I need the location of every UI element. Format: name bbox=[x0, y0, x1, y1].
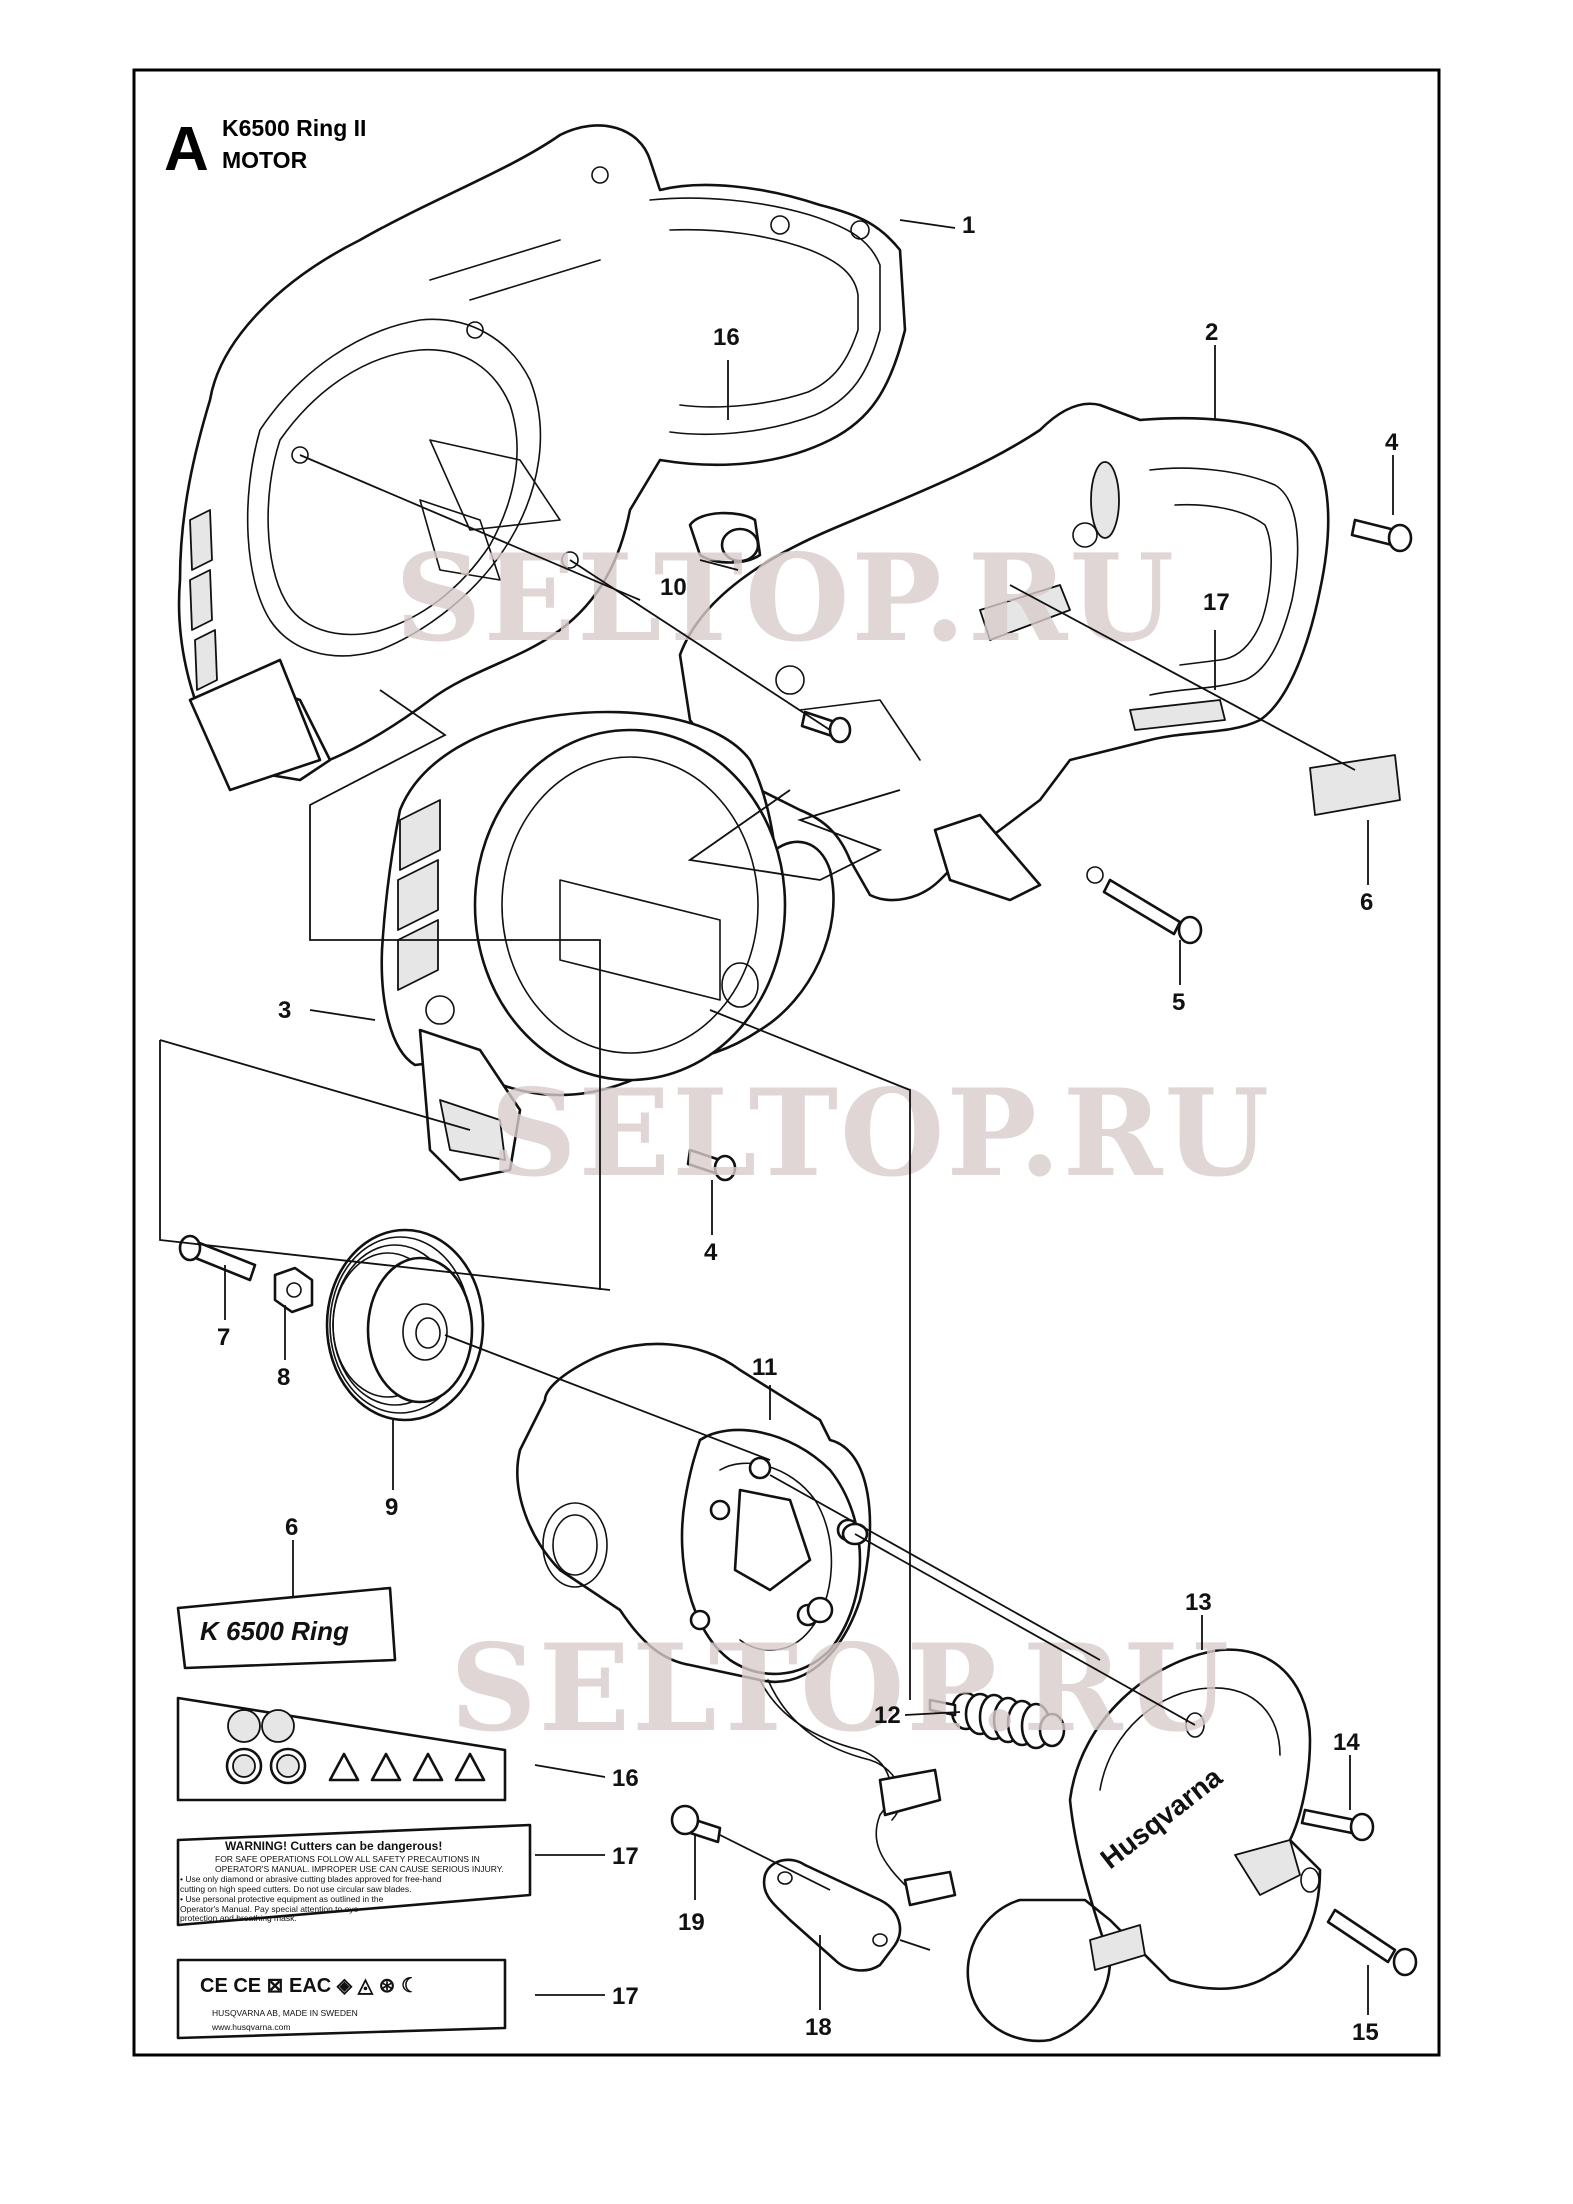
handle-cover-part bbox=[678, 402, 1330, 902]
callout-16b: 16 bbox=[612, 1765, 639, 1792]
watermark-3: SELTOP.RU bbox=[450, 1618, 1231, 1759]
warning-line-5: • Use personal protective equipment as o… bbox=[180, 1894, 384, 1904]
spring-12-part bbox=[928, 1691, 1066, 1750]
callout-15: 15 bbox=[1352, 2019, 1379, 2046]
callout-8: 8 bbox=[277, 1364, 290, 1391]
callout-6b: 6 bbox=[285, 1514, 298, 1541]
callout-14: 14 bbox=[1333, 1729, 1360, 1756]
callout-19: 19 bbox=[678, 1909, 705, 1936]
callout-17b: 17 bbox=[612, 1843, 639, 1870]
callout-17a: 17 bbox=[1203, 589, 1230, 616]
callout-7: 7 bbox=[217, 1324, 230, 1351]
callout-11: 11 bbox=[752, 1354, 777, 1381]
callout-1: 1 bbox=[962, 212, 975, 239]
assembly-alignment-lines bbox=[159, 454, 1356, 1951]
electric-motor-part bbox=[516, 1342, 957, 1907]
pulley-part bbox=[325, 1228, 485, 1422]
decal-6-top bbox=[1309, 754, 1401, 816]
callout-leaders bbox=[224, 219, 1394, 2015]
callout-2: 2 bbox=[1205, 319, 1218, 346]
callout-12: 12 bbox=[874, 1702, 901, 1729]
callout-4b: 4 bbox=[704, 1239, 718, 1266]
screw-4-top-part bbox=[1350, 518, 1413, 553]
watermark-1: SELTOP.RU bbox=[395, 528, 1176, 669]
nut-8-part bbox=[273, 1266, 314, 1314]
section-letter: A bbox=[164, 115, 209, 184]
callout-10: 10 bbox=[660, 574, 687, 601]
web-address: www.husqvarna.com bbox=[211, 2022, 290, 2032]
warning-line-6: Operator's Manual. Pay special attention… bbox=[180, 1904, 359, 1914]
screw-4-mid-part bbox=[686, 1148, 737, 1182]
callout-9: 9 bbox=[385, 1494, 398, 1521]
callout-17c: 17 bbox=[612, 1983, 639, 2010]
screw-14-part bbox=[1300, 1808, 1375, 1842]
warning-decal: WARNING! Cutters can be dangerous! FOR S… bbox=[176, 1823, 532, 1927]
screw-15-part bbox=[1326, 1908, 1418, 1977]
model-title: K6500 Ring II bbox=[222, 115, 366, 141]
diagram-frame bbox=[132, 68, 1441, 2057]
warning-line-3: • Use only diamond or abrasive cutting b… bbox=[180, 1874, 442, 1884]
safety-symbols-decal bbox=[176, 1696, 507, 1802]
callout-numbers: 1 2 4 16 10 17 6 5 3 4 7 8 9 11 6 13 12 … bbox=[217, 212, 1399, 2046]
warning-title: WARNING! Cutters can be dangerous! bbox=[225, 1839, 442, 1853]
warning-line-2: OPERATOR'S MANUAL. IMPROPER USE CAN CAUS… bbox=[215, 1864, 504, 1874]
model-decal-text: K 6500 Ring bbox=[200, 1616, 349, 1646]
motor-housing-part bbox=[177, 124, 907, 792]
maker-line: HUSQVARNA AB, MADE IN SWEDEN bbox=[212, 2008, 358, 2018]
model-decal: K 6500 Ring bbox=[176, 1586, 397, 1670]
callout-3: 3 bbox=[278, 997, 291, 1024]
screw-5-part bbox=[1102, 878, 1203, 945]
cert-marks: CE CE ⊠ EAC ◈ ◬ ⊛ ☾ bbox=[200, 1975, 419, 1997]
fan-housing-part bbox=[380, 710, 835, 1182]
callout-18: 18 bbox=[805, 2014, 832, 2041]
watermark-2: SELTOP.RU bbox=[490, 1063, 1271, 1204]
warning-line-7: protection and breathing mask. bbox=[180, 1913, 297, 1923]
callout-6a: 6 bbox=[1360, 889, 1373, 916]
screw-19-part bbox=[670, 1804, 722, 1844]
bracket-18-part bbox=[762, 1858, 902, 1972]
callout-13: 13 bbox=[1185, 1589, 1212, 1616]
assembly-title: MOTOR bbox=[222, 147, 308, 173]
callout-5: 5 bbox=[1172, 989, 1185, 1016]
certification-decal: CE CE ⊠ EAC ◈ ◬ ⊛ ☾ HUSQVARNA AB, MADE I… bbox=[176, 1958, 507, 2040]
callout-16a: 16 bbox=[713, 324, 740, 351]
end-cover-part: Husqvarna bbox=[966, 1648, 1322, 2043]
callout-4a: 4 bbox=[1385, 429, 1399, 456]
warning-line-1: FOR SAFE OPERATIONS FOLLOW ALL SAFETY PR… bbox=[215, 1854, 480, 1864]
warning-line-4: cutting on high speed cutters. Do not us… bbox=[180, 1884, 412, 1894]
